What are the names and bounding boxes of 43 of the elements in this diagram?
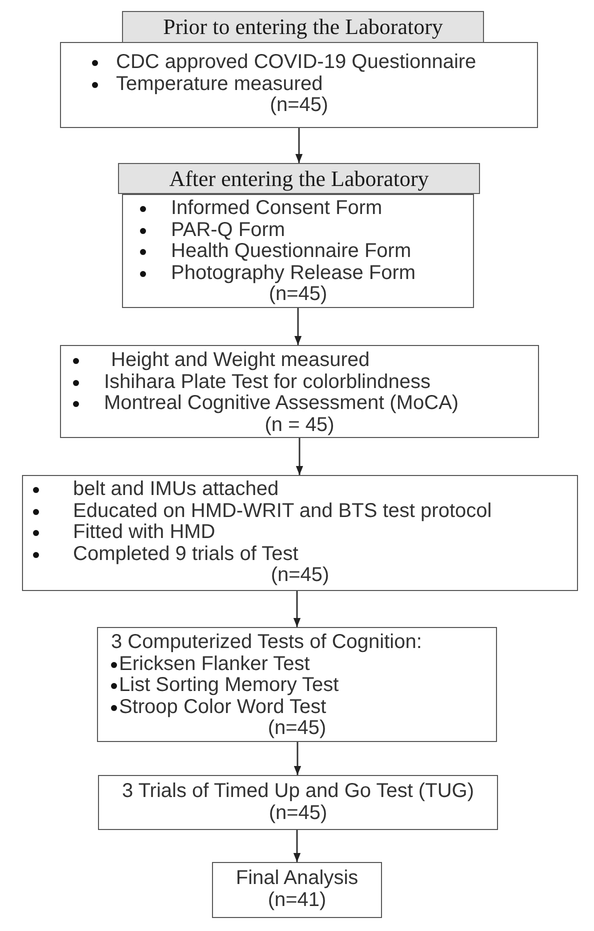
section-header-box <box>118 163 480 194</box>
list-item-text: Stroop Color Word Test <box>119 696 326 718</box>
list-item-text: Montreal Cognitive Assessment (MoCA) <box>104 393 459 414</box>
arrow <box>293 591 301 627</box>
participant-count: (n = 45) <box>264 414 334 436</box>
list-item-text: Temperature measured <box>116 74 323 95</box>
list-item-text: belt and IMUs attached <box>73 479 279 500</box>
list-item-text: Height and Weight measured <box>111 350 370 372</box>
participant-count: (n=45) <box>268 717 326 739</box>
participant-count: (n=41) <box>268 888 326 910</box>
arrow <box>294 308 302 345</box>
participant-count: (n=45) <box>270 94 328 116</box>
list-item-text: Educated on HMD-WRIT and BTS test protocol <box>73 500 492 522</box>
arrow <box>294 742 302 775</box>
arrow <box>296 438 304 475</box>
participant-count: (n=45) <box>268 283 328 305</box>
participant-count: (n=45) <box>270 564 330 586</box>
arrow <box>293 830 301 862</box>
participant-count: (n=45) <box>268 802 328 824</box>
section-header-box <box>122 11 484 43</box>
process-box <box>60 42 538 128</box>
process-box <box>22 475 578 591</box>
section-heading: After entering the Laboratory <box>169 166 429 192</box>
process-box <box>60 345 539 438</box>
list-item-text: CDC approved COVID-19 Questionnaire <box>116 52 476 74</box>
process-box <box>212 862 382 918</box>
list-item-text: Fitted with HMD <box>73 522 216 544</box>
process-box <box>97 627 497 742</box>
list-item-text: Informed Consent Form <box>171 198 382 220</box>
section-heading: Prior to entering the Laboratory <box>163 14 443 40</box>
list-item-text: PAR-Q Form <box>171 220 286 241</box>
list-item-text: Ishihara Plate Test for colorblindness <box>104 372 430 393</box>
list-heading: 3 Computerized Tests of Cognition: <box>111 632 422 654</box>
step-title: 3 Trials of Timed Up and Go Test (TUG) <box>122 780 474 802</box>
process-box <box>98 775 498 830</box>
arrow <box>295 128 303 163</box>
list-item-text: Completed 9 trials of Test <box>73 544 298 565</box>
list-item-text: List Sorting Memory Test <box>119 675 339 696</box>
list-item-text: Photography Release Form <box>171 262 416 284</box>
list-item-text: Health Questionnaire Form <box>171 241 412 262</box>
step-title: Final Analysis <box>236 867 358 889</box>
list-item-text: Ericksen Flanker Test <box>119 654 310 675</box>
process-box <box>122 194 474 308</box>
